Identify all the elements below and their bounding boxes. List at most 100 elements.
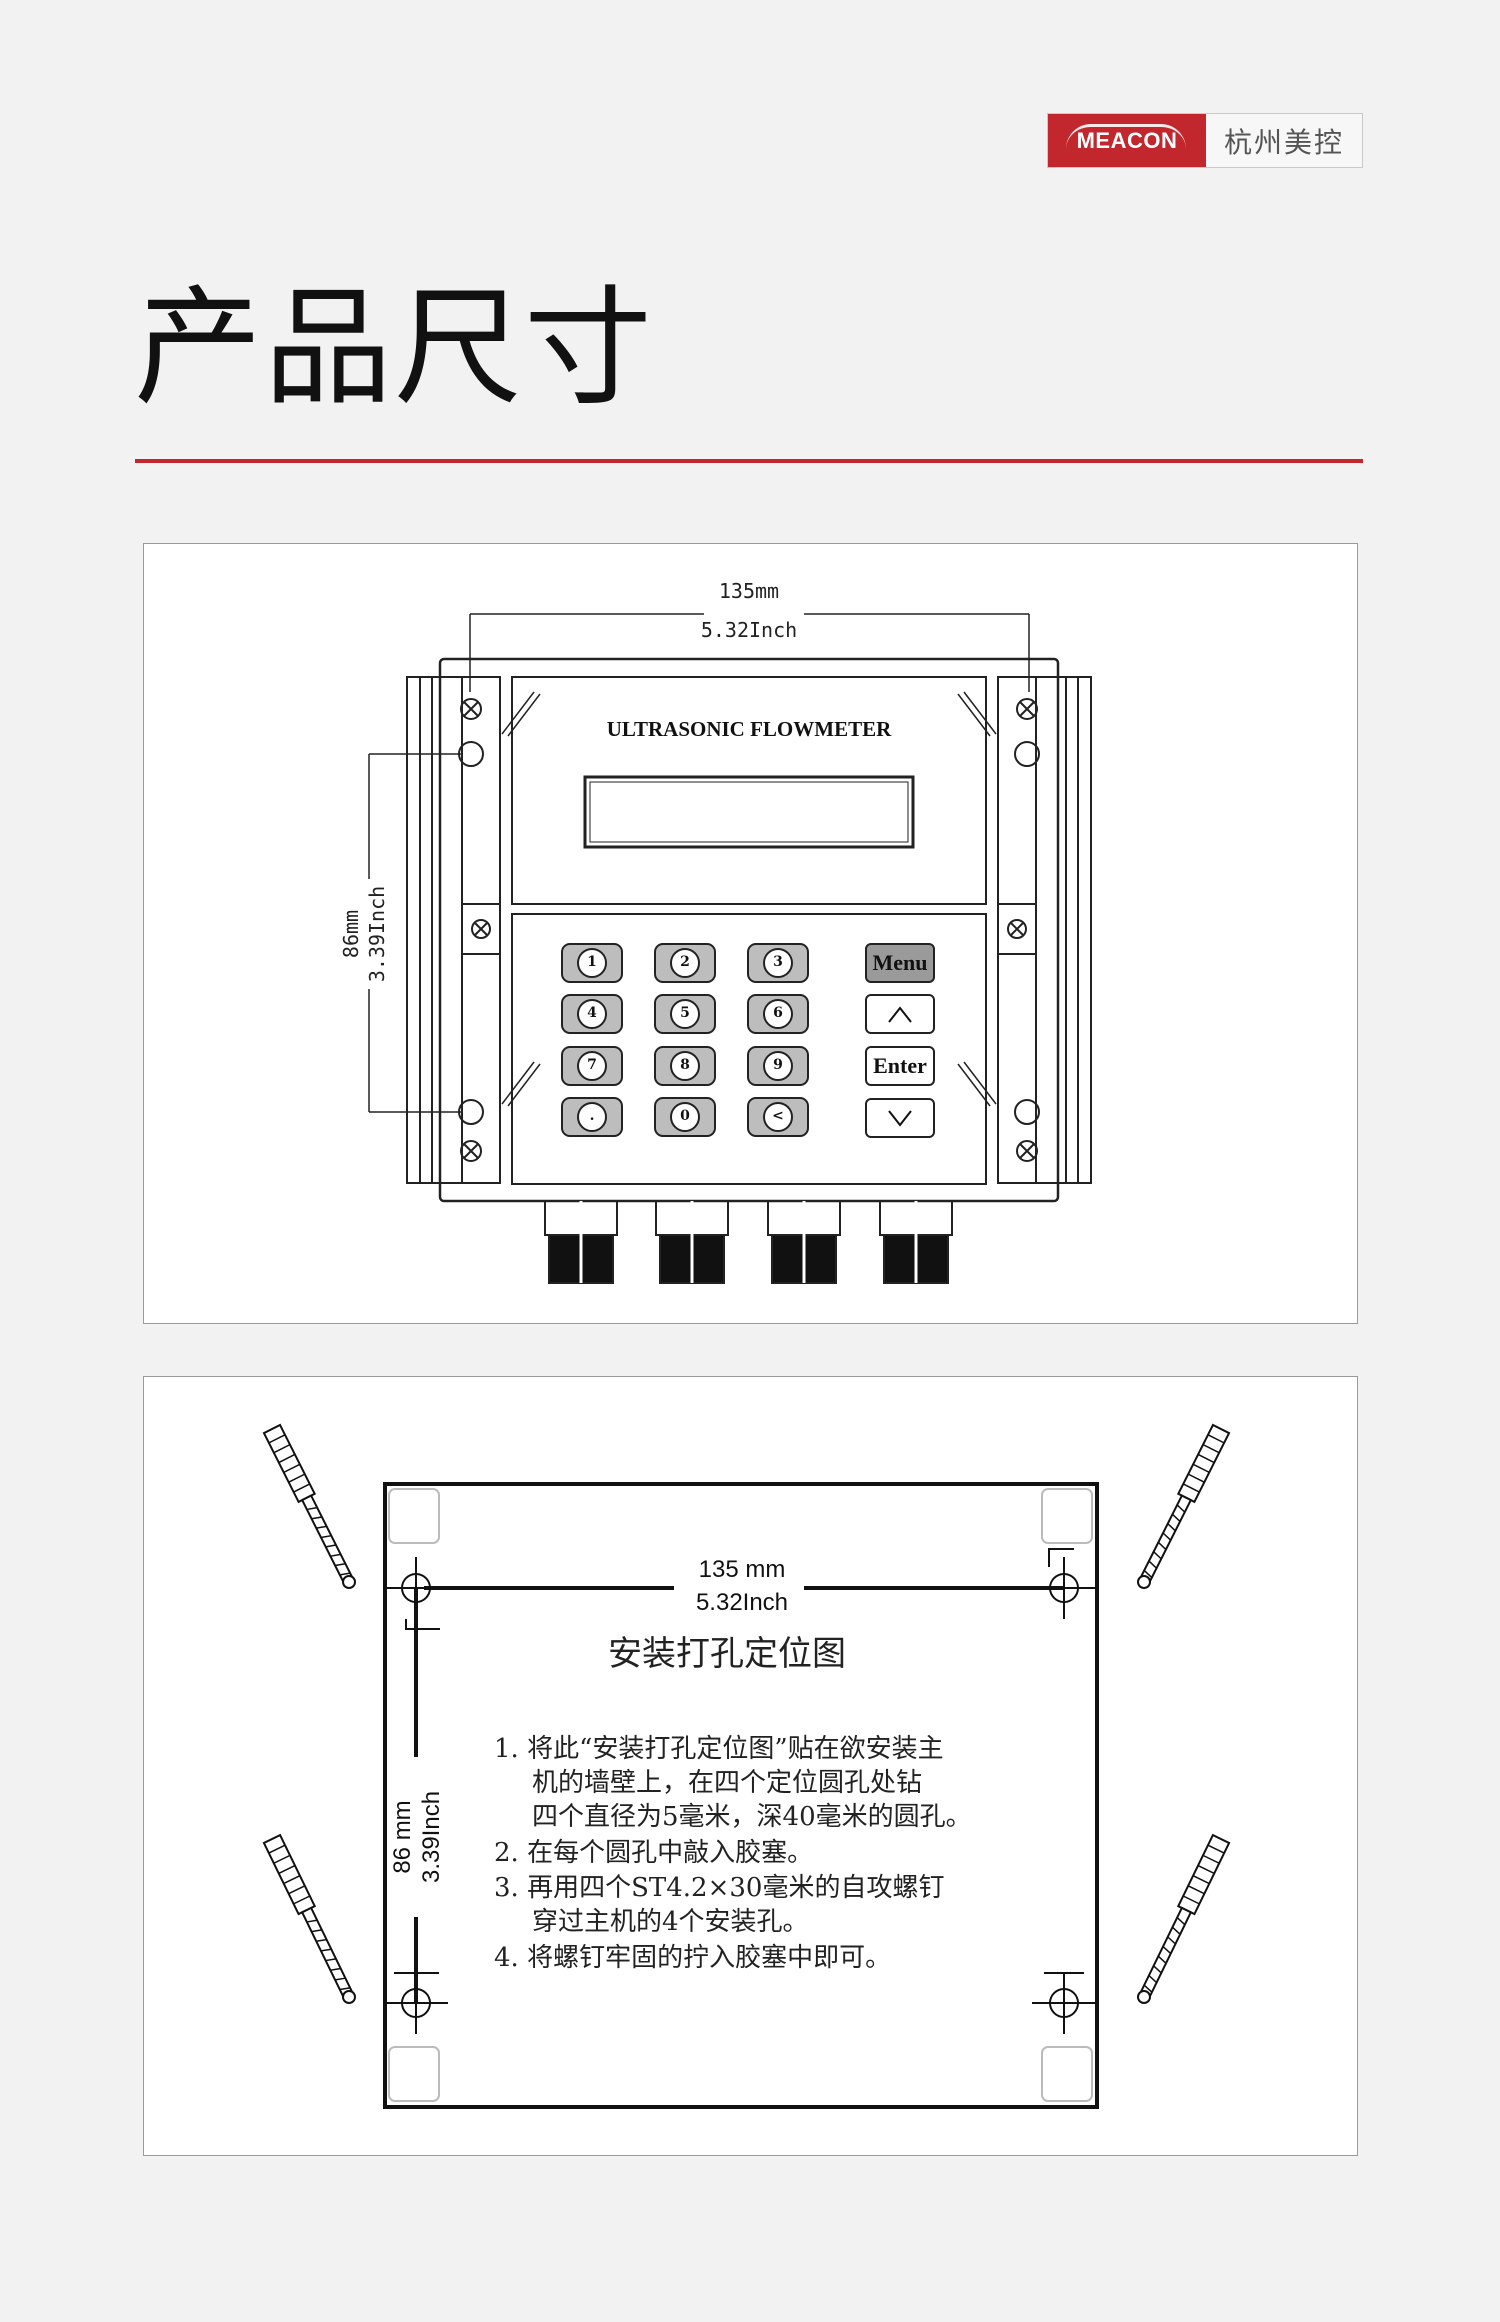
mount-hole-bottom-left xyxy=(458,1099,484,1125)
enter-key-label: Enter xyxy=(873,1053,927,1078)
menu-key-label: Menu xyxy=(873,950,928,975)
front-width-inch: 5.32Inch xyxy=(701,618,797,642)
instruction-line: 穿过主机的4个安装孔。 xyxy=(532,1907,809,1937)
keypad-key-label: . xyxy=(590,1108,595,1124)
drill-hole-tr-icon xyxy=(1032,1548,1096,1619)
template-title: 安装打孔定位图 xyxy=(608,1634,846,1674)
enter-key: Enter xyxy=(865,1046,935,1086)
keypad-key-label: 3 xyxy=(773,954,783,970)
down-arrow-icon xyxy=(888,1110,912,1127)
anchor-screw-bl-icon xyxy=(262,1833,356,2004)
instruction-line: 机的墙壁上，在四个定位圆孔处钻 xyxy=(532,1768,922,1798)
instruction-line: 1. 将此“安装打孔定位图”贴在欲安装主 xyxy=(494,1734,944,1764)
keypad-key-label: 6 xyxy=(773,1005,783,1021)
page-title: 产品尺寸 xyxy=(134,274,655,423)
left-bracket-clip xyxy=(461,903,501,955)
drill-hole-tl-icon xyxy=(384,1557,448,1630)
keypad-key-label: 0 xyxy=(680,1108,690,1124)
cable-gland-4 xyxy=(879,1200,953,1284)
keypad-key-label: 4 xyxy=(587,1005,597,1021)
keypad-key: 6 xyxy=(747,994,809,1034)
display-panel xyxy=(511,676,987,905)
front-width-mm: 135mm xyxy=(719,579,779,603)
screw-mid-left-icon xyxy=(471,919,491,939)
keypad-panel xyxy=(511,913,987,1185)
screw-bottom-left-icon xyxy=(460,1140,482,1162)
instruction-line: 3. 再用四个ST4.2×30毫米的自攻螺钉 xyxy=(494,1873,944,1903)
anchor-screws xyxy=(262,1423,1231,2004)
mount-hole-bottom-right xyxy=(1014,1099,1040,1125)
down-key xyxy=(865,1098,935,1138)
front-view-panel: 135mm 5.32Inch 86mm 3.39Inch ULTRASONIC … xyxy=(143,543,1358,1324)
brand-logo-mark: MEACON xyxy=(1048,114,1206,167)
instruction-line: 四个直径为5毫米，深40毫米的圆孔。 xyxy=(532,1802,972,1832)
cable-gland-1 xyxy=(544,1200,618,1284)
keypad-key-label: 9 xyxy=(773,1057,783,1073)
corner-pad-tr xyxy=(1041,1488,1093,1544)
right-rail-channel xyxy=(1035,676,1067,1184)
instruction-line: 4. 将螺钉牢固的拧入胶塞中即可。 xyxy=(494,1943,891,1973)
left-rail-channel xyxy=(431,676,463,1184)
device-body xyxy=(438,657,1060,1203)
up-arrow-icon xyxy=(888,1006,912,1023)
screw-top-left-icon xyxy=(460,698,482,720)
mount-hole-top-right xyxy=(1014,741,1040,767)
mounting-template-panel: 135 mm 5.32Inch 86 mm 3.39Inch 安装打孔定位图 1… xyxy=(143,1376,1358,2156)
drill-hole-bl-icon xyxy=(384,1972,448,2034)
anchor-screw-tl-icon xyxy=(262,1423,356,1589)
logo-swoosh-icon xyxy=(1066,124,1186,149)
corner-screw-tl-icon xyxy=(501,691,541,737)
keypad-key: 1 xyxy=(561,943,623,983)
right-bracket-clip xyxy=(997,903,1037,955)
front-height-inch: 3.39Inch xyxy=(365,886,389,982)
corner-screw-br-icon xyxy=(957,1061,997,1107)
instruction-list: 1. 将此“安装打孔定位图”贴在欲安装主 机的墙壁上，在四个定位圆孔处钻 四个直… xyxy=(494,1734,972,1973)
keypad-key-label: 8 xyxy=(680,1057,690,1073)
template-width-inch: 5.32Inch xyxy=(696,1589,788,1616)
lcd-display xyxy=(583,775,915,849)
keypad-key: 5 xyxy=(654,994,716,1034)
keypad-key: 2 xyxy=(654,943,716,983)
corner-screw-bl-icon xyxy=(501,1061,541,1107)
mount-hole-top-left xyxy=(458,741,484,767)
brand-logo: MEACON 杭州美控 xyxy=(1047,113,1363,168)
corner-screw-tr-icon xyxy=(957,691,997,737)
corner-pad-tl xyxy=(388,1488,440,1544)
front-height-mm: 86mm xyxy=(339,910,363,958)
front-view-drawing: 135mm 5.32Inch 86mm 3.39Inch ULTRASONIC … xyxy=(339,579,1092,1284)
keypad-key-label: 5 xyxy=(680,1005,690,1021)
lcd-inner xyxy=(589,781,909,843)
keypad-key-label: 1 xyxy=(587,954,597,970)
brand-cn-name: 杭州美控 xyxy=(1223,125,1344,159)
right-rail-inner xyxy=(1065,676,1079,1184)
mounting-template-drawing: 135 mm 5.32Inch 86 mm 3.39Inch 安装打孔定位图 1… xyxy=(262,1423,1231,2109)
keypad-key: 3 xyxy=(747,943,809,983)
keypad-key: 9 xyxy=(747,1046,809,1086)
left-rail-inner xyxy=(419,676,433,1184)
keypad-key: < xyxy=(747,1097,809,1137)
keypad-key-label: 2 xyxy=(680,954,690,970)
screw-mid-right-icon xyxy=(1007,919,1027,939)
keypad-key-label: < xyxy=(772,1108,784,1124)
corner-pad-bl xyxy=(388,2046,440,2102)
cable-gland-2 xyxy=(655,1200,729,1284)
anchor-screw-br-icon xyxy=(1137,1833,1231,2004)
template-height-inch: 3.39Inch xyxy=(418,1791,445,1883)
keypad-key: 7 xyxy=(561,1046,623,1086)
template-outline xyxy=(383,1482,1099,2109)
menu-key: Menu xyxy=(865,943,935,983)
instruction-line: 2. 在每个圆孔中敲入胶塞。 xyxy=(494,1838,813,1868)
screw-top-right-icon xyxy=(1016,698,1038,720)
anchor-screw-tr-icon xyxy=(1137,1423,1231,1589)
keypad-key: 0 xyxy=(654,1097,716,1137)
keypad-key-label: 7 xyxy=(587,1057,597,1073)
keypad-key: 4 xyxy=(561,994,623,1034)
device-label: ULTRASONIC FLOWMETER xyxy=(607,717,892,741)
keypad-key: 8 xyxy=(654,1046,716,1086)
cable-gland-3 xyxy=(767,1200,841,1284)
template-width-mm: 135 mm xyxy=(699,1556,786,1583)
keypad: 1 2 3 4 5 6 7 8 9. 0 < xyxy=(561,943,809,1137)
keypad-key: . xyxy=(561,1097,623,1137)
corner-pad-br xyxy=(1041,2046,1093,2102)
drill-hole-br-icon xyxy=(1032,1972,1096,2034)
